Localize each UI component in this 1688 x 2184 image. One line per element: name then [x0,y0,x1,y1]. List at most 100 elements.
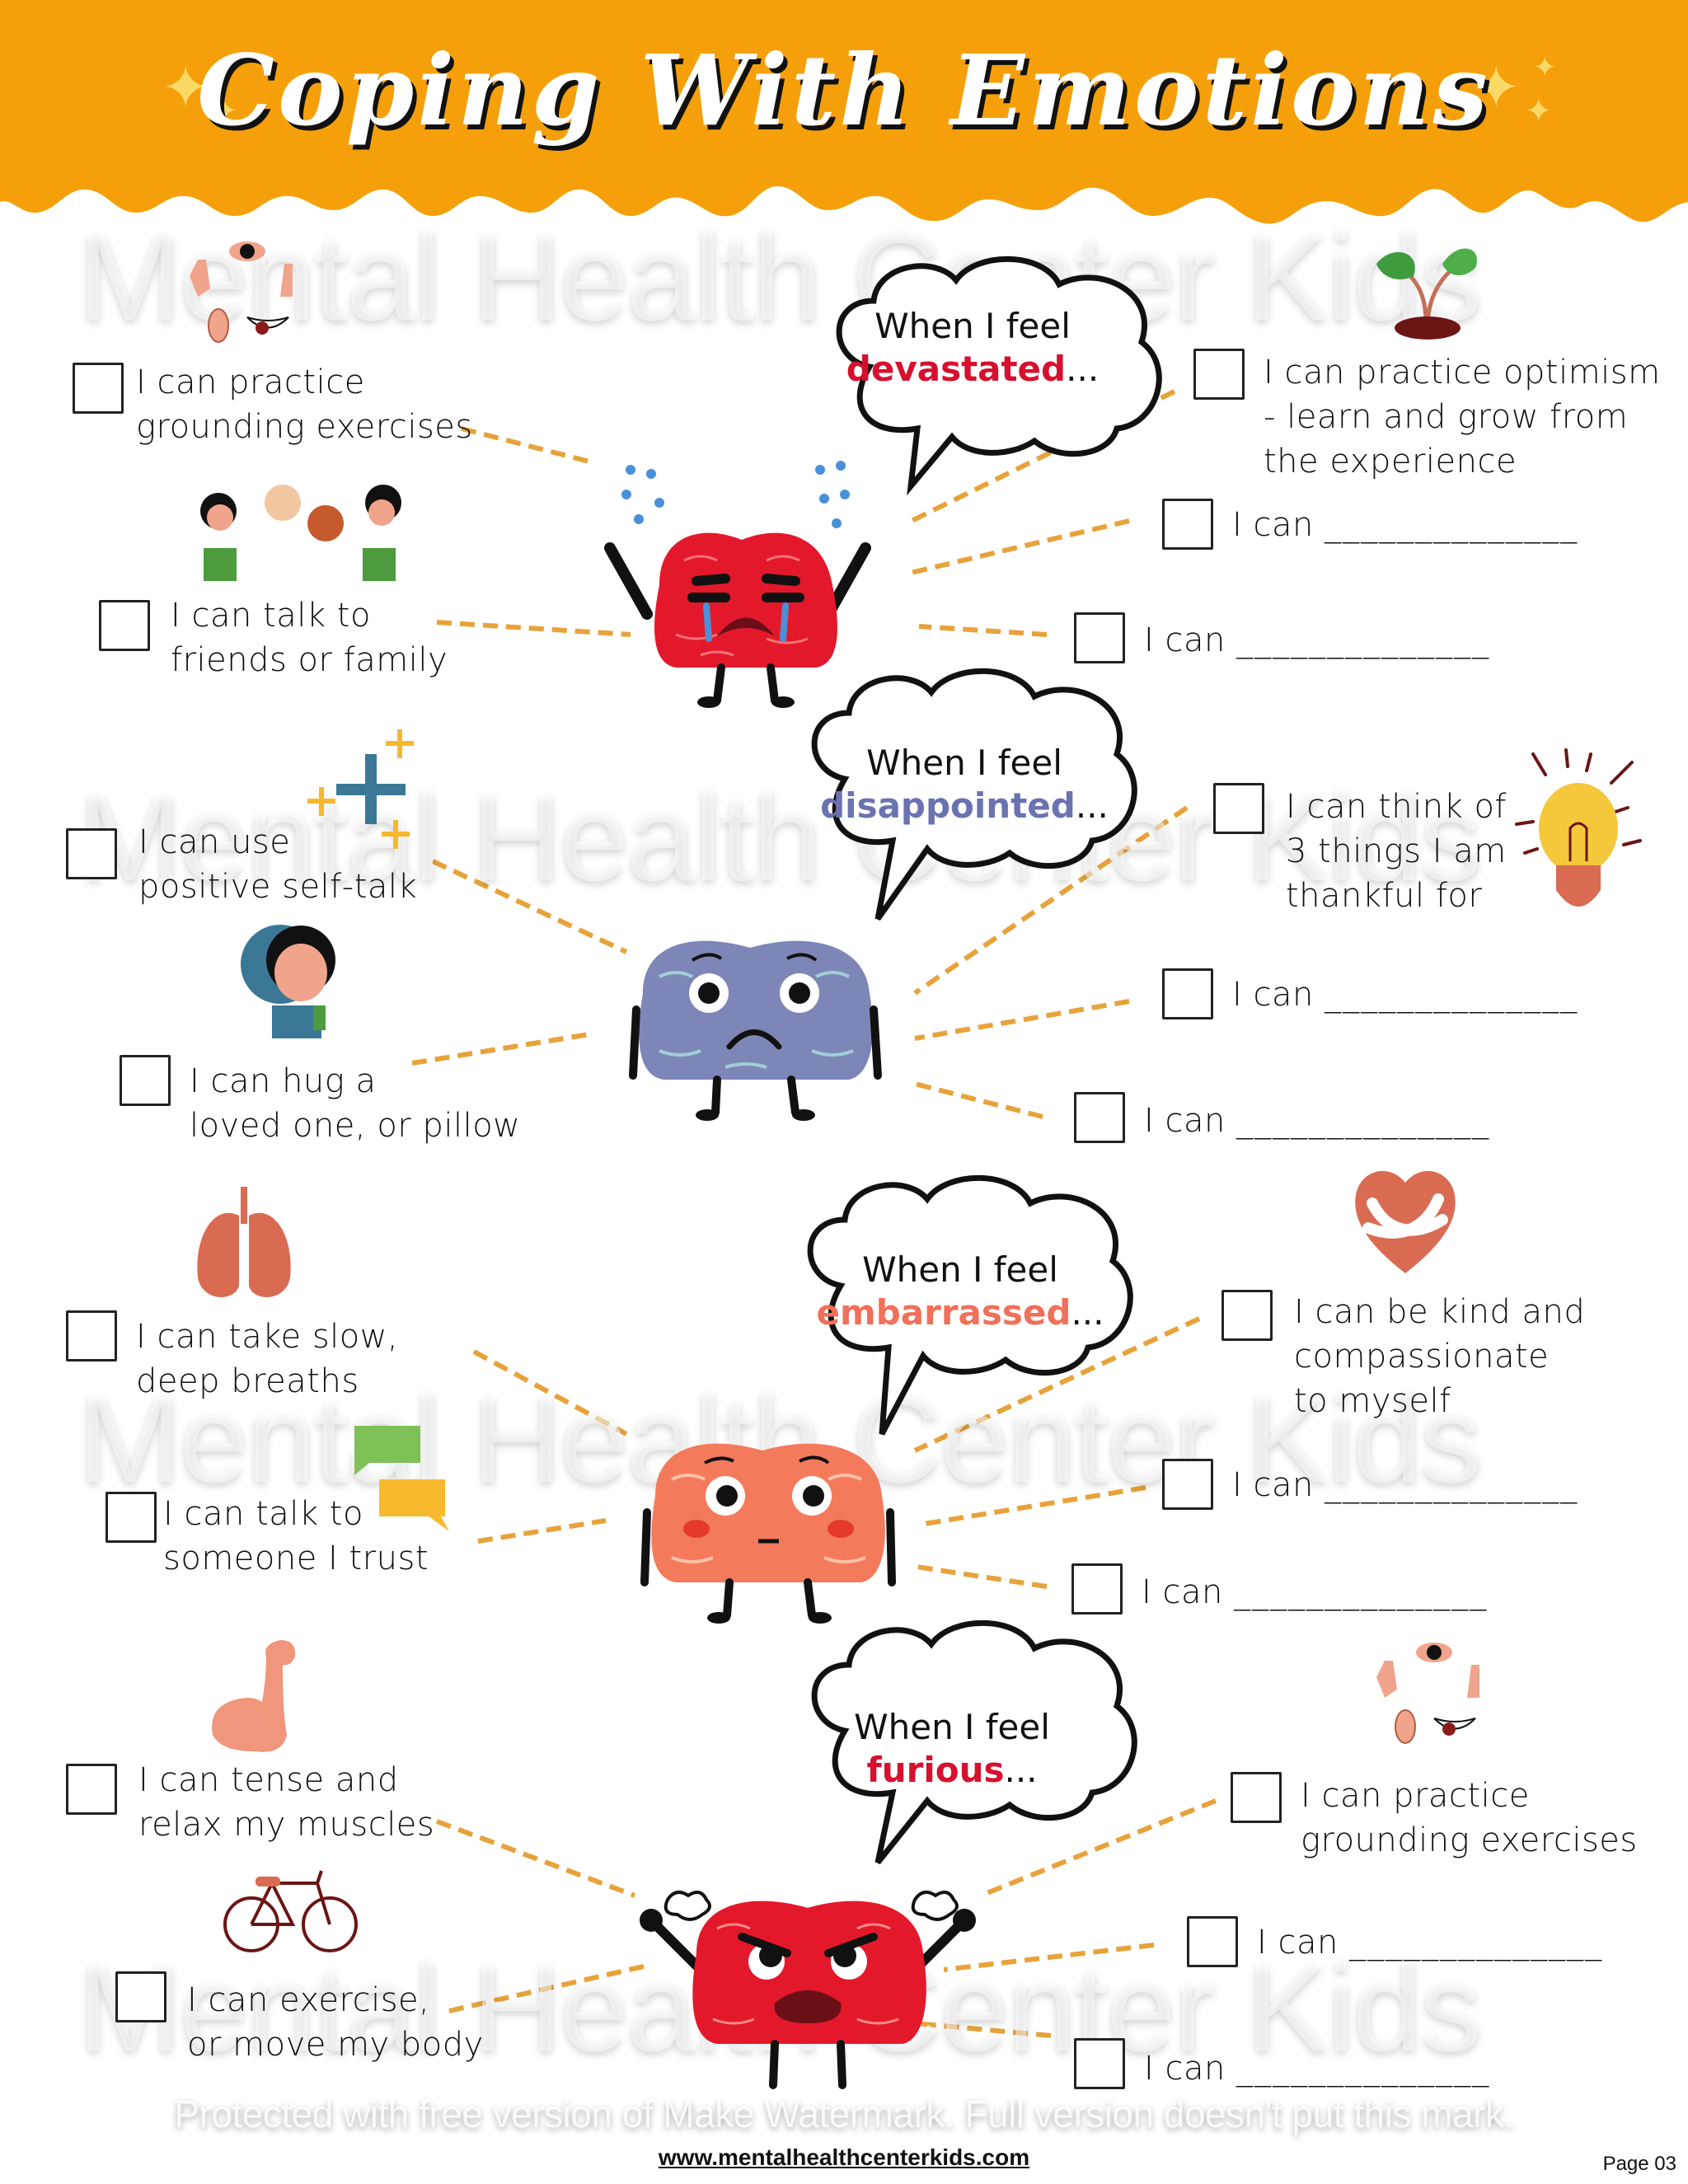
brain-angry-icon [640,1891,976,2089]
checkbox[interactable] [99,600,150,651]
checkbox[interactable] [1074,1092,1125,1143]
coping-strategy-text: I can practice grounding exercises [136,363,473,446]
write-in-blank[interactable]: ______________ [1234,1573,1489,1611]
sprout-icon [1376,248,1477,340]
i-can-label: I can [1232,506,1314,544]
coping-strategy-text: I can practice optimism - learn and grow… [1264,354,1661,480]
write-in-blank[interactable]: ______________ [1325,1466,1579,1504]
bubble-text: When I feel furious... [812,1706,1092,1792]
coping-strategy-text: I can be kind and compassionate to mysel… [1294,1293,1586,1420]
ellipsis: ... [1071,1292,1104,1333]
i-can-prompt: I can ______________ [1144,2046,1490,2091]
header-banner: ✦ ✦ ✦ ✦ ✦ ✦ Coping With Emotions [0,0,1688,247]
emotion-word: furious [866,1750,1005,1790]
coping-strategy-text: I can think of 3 things I am thankful fo… [1286,788,1507,915]
i-can-label: I can [1257,1924,1339,1961]
i-can-label: I can [1144,2050,1226,2088]
write-in-blank[interactable]: ______________ [1325,976,1579,1014]
bubble-prefix: When I feel [862,1249,1058,1290]
checkbox[interactable] [1213,783,1264,834]
emotion-word: embarrassed [816,1292,1071,1333]
coping-strategy-text: I can talk to friends or family [171,597,448,679]
girl-hugging-icon [241,925,335,1038]
coping-strategy-text: I can take slow, deep breaths [136,1318,399,1400]
sparkle-icon: ✦ [1471,53,1522,122]
thought-bubble [811,668,1137,921]
bubble-prefix: When I feel [866,743,1062,783]
coping-strategy-text: I can exercise, or move my body [187,1981,484,2064]
ellipsis: ... [1004,1750,1038,1790]
i-can-label: I can [1232,976,1314,1014]
lungs-icon [197,1187,291,1297]
i-can-prompt: I can ______________ [1142,1570,1488,1615]
i-can-label: I can [1144,1102,1226,1140]
brain-embarrassed-icon [640,1443,896,1624]
coping-strategy-text: I can use positive self-talk [138,823,418,906]
checkbox[interactable] [115,1971,166,2022]
checkbox[interactable] [66,1310,117,1361]
checkbox[interactable] [1162,499,1213,550]
i-can-prompt: I can ______________ [1144,618,1490,663]
sparkle-icon: ✦ [210,92,238,130]
checkbox[interactable] [1193,349,1245,400]
bubble-prefix: When I feel [874,306,1071,346]
coping-strategy-text: I can hug a loved one, or pillow [190,1062,521,1145]
checkbox[interactable] [66,828,117,879]
people-talking-icon [200,485,401,581]
flexed-arm-icon [212,1640,296,1752]
sparkle-icon: ✦ [218,51,242,84]
heart-hug-icon [1355,1170,1456,1273]
five-senses-icon [190,241,293,343]
drip-banner-shape [0,0,1688,224]
coping-strategy-text: I can talk to someone I trust [163,1495,429,1577]
brain-crying-icon [604,461,871,708]
bubble-text: When I feel embarrassed... [804,1249,1117,1334]
i-can-label: I can [1144,621,1226,659]
write-in-blank[interactable]: ______________ [1236,621,1491,659]
checkbox[interactable] [73,363,124,414]
i-can-prompt: I can ______________ [1144,1099,1490,1143]
checkbox[interactable] [66,1764,117,1815]
light-bulb-icon [1515,748,1642,907]
bubble-prefix: When I feel [854,1707,1050,1747]
website-link[interactable]: www.mentalhealthcenterkids.com [658,2144,1030,2170]
sparkle-icon: ✦ [161,53,211,122]
i-can-prompt: I can ______________ [1257,1920,1603,1965]
i-can-label: I can [1232,1466,1314,1504]
emotion-word: disappointed [820,785,1076,826]
page-number: Page 03 [1602,2153,1676,2175]
thought-bubble [836,255,1162,496]
thought-bubble [807,1174,1133,1436]
checkbox[interactable] [1187,1916,1238,1967]
checkbox[interactable] [1162,1459,1213,1510]
checkbox[interactable] [1074,2038,1125,2089]
i-can-prompt: I can ______________ [1232,503,1578,547]
five-senses-icon [1376,1643,1479,1744]
plus-signs-icon [307,729,414,849]
bubble-text: When I feel disappointed... [812,742,1117,827]
bubble-text: When I feel devastated... [832,305,1113,391]
i-can-prompt: I can ______________ [1232,1463,1578,1507]
bicycle-icon [223,1870,358,1952]
checkbox[interactable] [1221,1290,1273,1341]
checkbox[interactable] [120,1055,171,1106]
checkbox[interactable] [1231,1772,1282,1823]
write-in-blank[interactable]: ______________ [1325,506,1579,544]
sparkle-icon: ✦ [1533,51,1557,84]
checkbox[interactable] [1074,612,1125,663]
chat-bubbles-icon [354,1426,449,1531]
checkbox[interactable] [1071,1563,1123,1615]
checkbox[interactable] [106,1492,157,1543]
checkbox[interactable] [1162,968,1213,1019]
write-in-blank[interactable]: ______________ [1349,1924,1604,1961]
brain-sad-icon [629,940,882,1121]
coping-strategy-text: I can tense and relax my muscles [138,1761,435,1844]
ellipsis: ... [1075,785,1109,826]
thought-bubble [811,1619,1137,1865]
write-in-blank[interactable]: ______________ [1236,1102,1491,1140]
i-can-prompt: I can ______________ [1232,972,1578,1017]
coping-strategy-text: I can practice grounding exercises [1301,1777,1638,1859]
ellipsis: ... [1066,349,1100,389]
write-in-blank[interactable]: ______________ [1236,2050,1491,2088]
